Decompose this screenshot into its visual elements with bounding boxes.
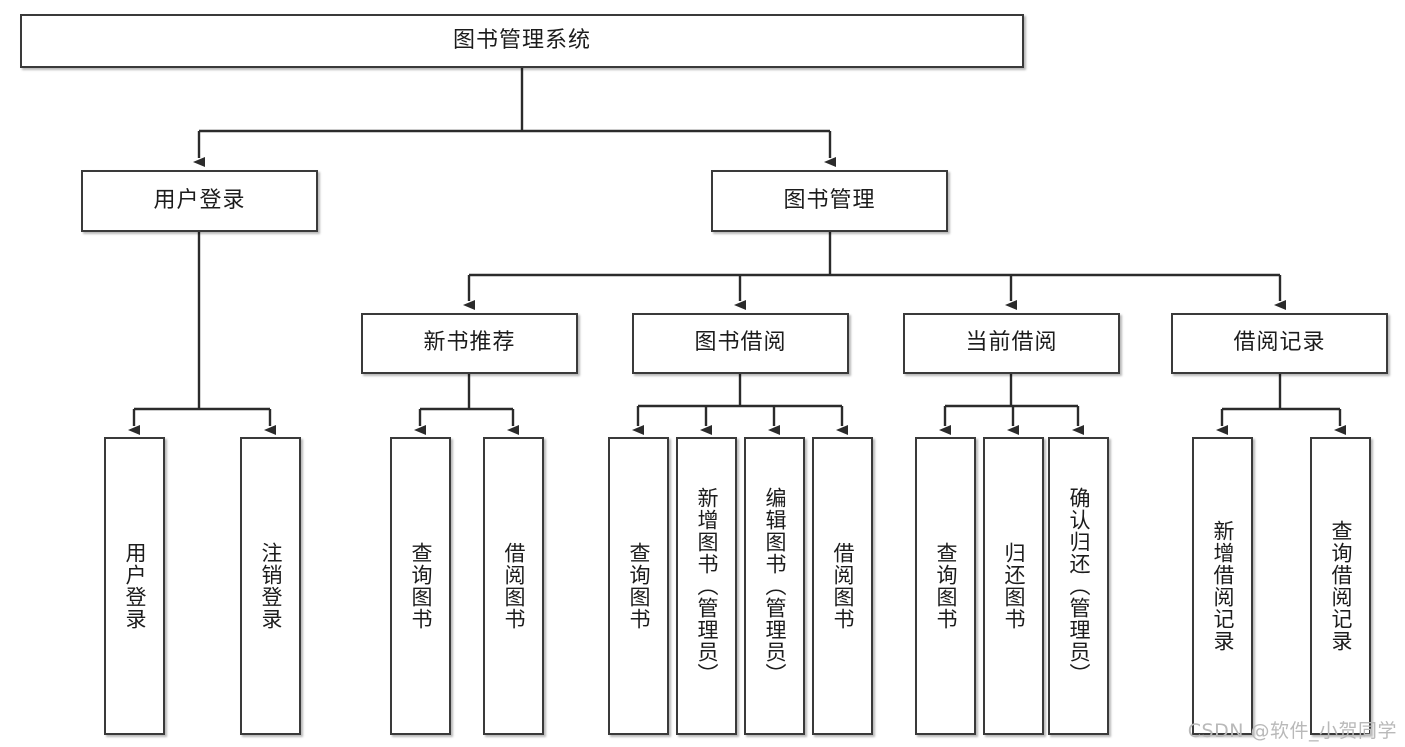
leaf-book-borrow-edit[interactable]: 编辑图书（管理员） (744, 437, 805, 735)
leaf-user-login-login-label: 用户登录 (122, 542, 147, 630)
node-borrow-record[interactable]: 借阅记录 (1171, 313, 1388, 374)
node-book-management[interactable]: 图书管理 (711, 170, 948, 232)
leaf-book-borrow-borrow-label: 借阅图书 (830, 542, 855, 630)
node-book-borrow[interactable]: 图书借阅 (632, 313, 849, 374)
leaf-new-book-query-label: 查询图书 (408, 542, 433, 630)
leaf-user-login-logout-label: 注销登录 (258, 542, 283, 630)
leaf-user-login-login[interactable]: 用户登录 (104, 437, 165, 735)
leaf-current-borrow-query[interactable]: 查询图书 (915, 437, 976, 735)
leaf-book-borrow-edit-label: 编辑图书（管理员） (762, 487, 787, 685)
node-user-login[interactable]: 用户登录 (81, 170, 318, 232)
node-book-management-label: 图书管理 (783, 187, 876, 213)
leaf-book-borrow-add[interactable]: 新增图书（管理员） (676, 437, 737, 735)
node-user-login-label: 用户登录 (153, 187, 246, 213)
leaf-current-borrow-query-label: 查询图书 (933, 542, 958, 630)
leaf-current-borrow-return-label: 归还图书 (1001, 542, 1026, 630)
leaf-book-borrow-borrow[interactable]: 借阅图书 (812, 437, 873, 735)
leaf-current-borrow-confirm-label: 确认归还（管理员） (1066, 487, 1091, 685)
leaf-new-book-query[interactable]: 查询图书 (390, 437, 451, 735)
leaf-book-borrow-query-label: 查询图书 (626, 542, 651, 630)
leaf-new-book-borrow-label: 借阅图书 (501, 542, 526, 630)
node-current-borrow[interactable]: 当前借阅 (903, 313, 1120, 374)
leaf-book-borrow-query[interactable]: 查询图书 (608, 437, 669, 735)
node-root-label: 图书管理系统 (452, 27, 591, 53)
node-borrow-record-label: 借阅记录 (1233, 330, 1326, 356)
leaf-user-login-logout[interactable]: 注销登录 (240, 437, 301, 735)
leaf-current-borrow-confirm[interactable]: 确认归还（管理员） (1048, 437, 1109, 735)
leaf-borrow-record-query[interactable]: 查询借阅记录 (1310, 437, 1371, 735)
node-current-borrow-label: 当前借阅 (965, 330, 1058, 356)
leaf-borrow-record-add-label: 新增借阅记录 (1210, 520, 1235, 652)
leaf-borrow-record-query-label: 查询借阅记录 (1328, 520, 1353, 652)
node-book-borrow-label: 图书借阅 (694, 330, 787, 356)
node-root[interactable]: 图书管理系统 (20, 14, 1024, 68)
node-new-book-recommend-label: 新书推荐 (423, 330, 516, 356)
leaf-book-borrow-add-label: 新增图书（管理员） (694, 487, 719, 685)
leaf-borrow-record-add[interactable]: 新增借阅记录 (1192, 437, 1253, 735)
node-new-book-recommend[interactable]: 新书推荐 (361, 313, 578, 374)
leaf-new-book-borrow[interactable]: 借阅图书 (483, 437, 544, 735)
leaf-current-borrow-return[interactable]: 归还图书 (983, 437, 1044, 735)
